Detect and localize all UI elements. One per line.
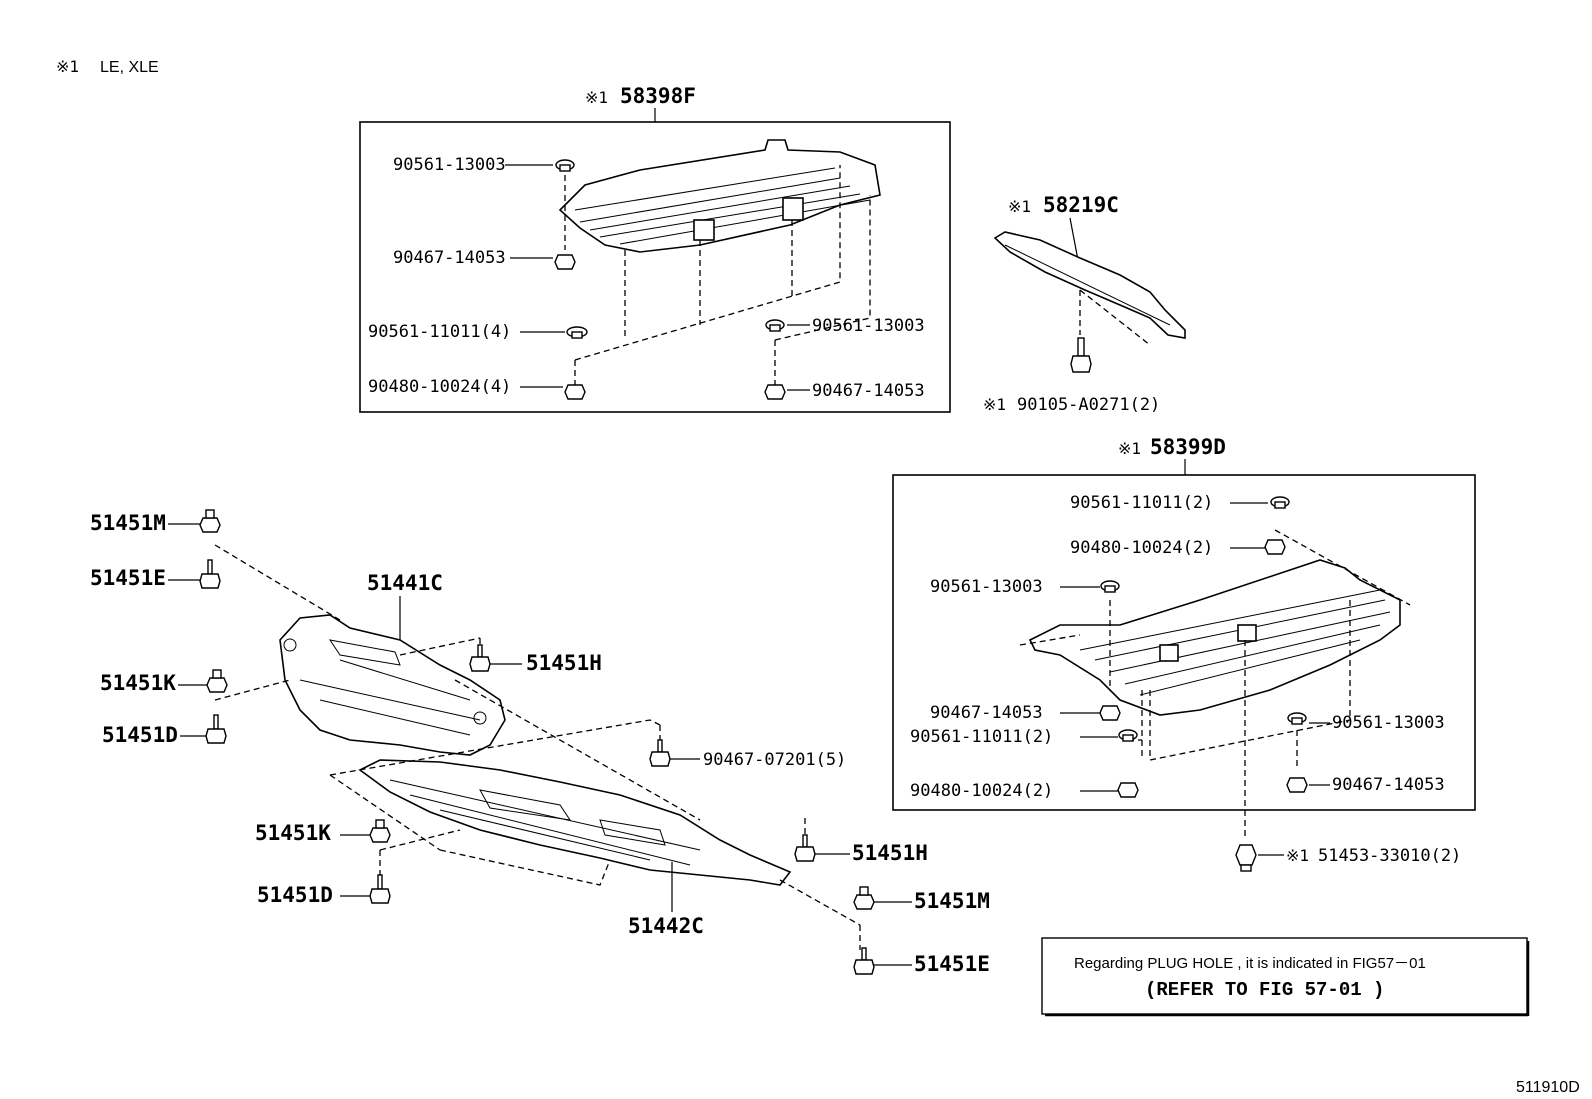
d-mid-left-label[interactable]: 51451D bbox=[102, 723, 178, 747]
clip-icon bbox=[1287, 712, 1307, 725]
k-mid-left-label[interactable]: 51451K bbox=[100, 671, 176, 695]
screw-icon bbox=[469, 644, 491, 672]
variant-note: LE, XLE bbox=[100, 59, 159, 76]
plug-hole-note: Regarding PLUG HOLE , it is indicated in… bbox=[1041, 937, 1530, 1017]
front-cover-panel bbox=[1028, 559, 1401, 716]
rear-cover-group: ※1 58398F 90561-13003 bbox=[359, 84, 951, 413]
nut-icon bbox=[554, 254, 576, 270]
front-cover-part-number[interactable]: 58399D bbox=[1150, 435, 1226, 459]
push-clip-icon bbox=[1235, 844, 1257, 872]
lower-cover-label[interactable]: 51442C bbox=[628, 914, 704, 938]
nut-icon bbox=[1286, 777, 1308, 793]
bolt-icon bbox=[853, 886, 875, 910]
m-right-label[interactable]: 51451M bbox=[914, 889, 990, 913]
rear-clip-right-label[interactable]: 90561-13003 bbox=[812, 316, 925, 336]
bracket-group: ※1 58219C ※1 90105-A0271(2) bbox=[983, 193, 1186, 415]
front-clip-d-label[interactable]: 90561-13003 bbox=[1332, 713, 1445, 733]
nut-icon bbox=[564, 384, 586, 400]
bolt-icon bbox=[369, 819, 391, 843]
e-right-label[interactable]: 51451E bbox=[914, 952, 990, 976]
front-clip-c-label[interactable]: 90561-11011(2) bbox=[910, 727, 1053, 747]
front-nut-c-label[interactable]: 90480-10024(2) bbox=[910, 781, 1053, 801]
rear-cover-part-number[interactable]: 58398F bbox=[620, 84, 696, 108]
bolt-icon bbox=[206, 669, 228, 693]
figure-id: 511910D bbox=[1516, 1079, 1580, 1096]
front-clip-mark: ※1 bbox=[1286, 846, 1309, 865]
nut-icon bbox=[1264, 539, 1286, 555]
d-low-left-label[interactable]: 51451D bbox=[257, 883, 333, 907]
front-nut-a-label[interactable]: 90480-10024(2) bbox=[1070, 538, 1213, 558]
front-clip-b-label[interactable]: 90561-13003 bbox=[930, 577, 1043, 597]
lower-under-cover bbox=[358, 759, 792, 886]
m-top-left-label[interactable]: 51451M bbox=[90, 511, 166, 535]
rear-clip-top-label[interactable]: 90561-13003 bbox=[393, 155, 506, 175]
front-nut-b-label[interactable]: 90467-14053 bbox=[930, 703, 1043, 723]
plug-hole-note-line1: Regarding PLUG HOLE , it is indicated in… bbox=[1074, 955, 1426, 972]
nut-icon bbox=[1099, 705, 1121, 721]
upper-cover-label[interactable]: 51441C bbox=[367, 571, 443, 595]
front-cover-mark: ※1 bbox=[1118, 439, 1141, 458]
bracket-mark: ※1 bbox=[1008, 197, 1031, 216]
clip-icon bbox=[1100, 580, 1120, 593]
h-upper-label[interactable]: 51451H bbox=[526, 651, 602, 675]
front-cover-group: ※1 58399D 90561-11 bbox=[892, 435, 1476, 840]
variant-mark: ※1 bbox=[56, 57, 79, 76]
clip-icon bbox=[555, 159, 575, 172]
rear-nut-left-label[interactable]: 90480-10024(4) bbox=[368, 377, 511, 397]
front-nut-d-label[interactable]: 90467-14053 bbox=[1332, 775, 1445, 795]
screw-center-label[interactable]: 90467-07201(5) bbox=[703, 750, 846, 770]
e-top-left-label[interactable]: 51451E bbox=[90, 566, 166, 590]
screw-icon bbox=[649, 739, 671, 767]
front-clip-group: ※1 51453-33010(2) bbox=[1235, 844, 1461, 872]
upper-under-cover bbox=[279, 614, 506, 756]
clip-icon bbox=[1118, 729, 1138, 742]
clip-icon bbox=[566, 326, 588, 339]
front-clip-a-label[interactable]: 90561-11011(2) bbox=[1070, 493, 1213, 513]
rear-cover-panel bbox=[558, 139, 881, 253]
bolt-icon bbox=[199, 509, 221, 533]
bracket-drawing bbox=[993, 231, 1186, 339]
screw-icon bbox=[205, 714, 227, 744]
screw-icon bbox=[853, 947, 875, 975]
plug-hole-refer-link[interactable]: (REFER TO FIG 57-01 ) bbox=[1145, 979, 1384, 1001]
nut-icon bbox=[764, 384, 786, 400]
bracket-bolt-label[interactable]: 90105-A0271(2) bbox=[1017, 395, 1160, 415]
bracket-part-number[interactable]: 58219C bbox=[1043, 193, 1119, 217]
nut-icon bbox=[1117, 782, 1139, 798]
rear-cover-mark: ※1 bbox=[585, 88, 608, 107]
bolt-icon bbox=[1070, 337, 1092, 373]
front-cover-frame bbox=[892, 474, 1476, 811]
clip-icon bbox=[1270, 496, 1290, 509]
under-cover-group: 51451M 51451E 51451K 51451D 51441C 51451… bbox=[90, 509, 990, 976]
h-right-label[interactable]: 51451H bbox=[852, 841, 928, 865]
screw-icon bbox=[369, 874, 391, 904]
k-low-left-label[interactable]: 51451K bbox=[255, 821, 331, 845]
screw-icon bbox=[199, 559, 221, 589]
bracket-bolt-mark: ※1 bbox=[983, 395, 1006, 414]
front-clip-label[interactable]: 51453-33010(2) bbox=[1318, 846, 1461, 866]
clip-icon bbox=[765, 319, 785, 332]
screw-icon bbox=[794, 834, 816, 862]
rear-clip-left-label[interactable]: 90561-11011(4) bbox=[368, 322, 511, 342]
rear-nut-top-label[interactable]: 90467-14053 bbox=[393, 248, 506, 268]
rear-nut-right-label[interactable]: 90467-14053 bbox=[812, 381, 925, 401]
